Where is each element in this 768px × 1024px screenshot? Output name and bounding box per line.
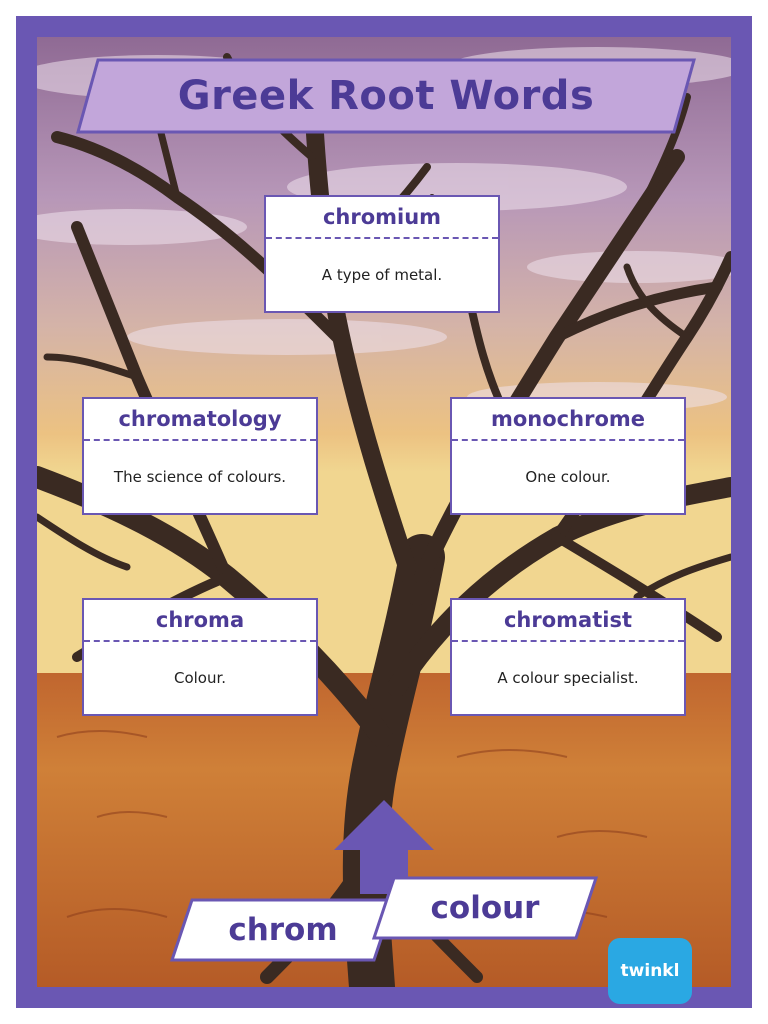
logo-text: twinkl bbox=[620, 961, 680, 981]
page-title: Greek Root Words bbox=[177, 73, 595, 119]
root-word-banner: chrom bbox=[170, 898, 396, 962]
word-card-chromatist: chromatist A colour specialist. bbox=[450, 598, 686, 716]
card-word: chroma bbox=[84, 600, 316, 642]
card-word: chromatology bbox=[84, 399, 316, 441]
root-word: chrom bbox=[228, 912, 338, 948]
card-definition: Colour. bbox=[173, 669, 227, 687]
up-arrow-icon bbox=[334, 800, 434, 894]
card-definition: One colour. bbox=[525, 468, 611, 486]
word-card-chromium: chromium A type of metal. bbox=[264, 195, 500, 313]
card-word: chromatist bbox=[452, 600, 684, 642]
card-definition: A type of metal. bbox=[321, 266, 443, 284]
word-card-chroma: chroma Colour. bbox=[82, 598, 318, 716]
tree-illustration bbox=[37, 37, 731, 987]
card-definition: A colour specialist. bbox=[497, 669, 639, 687]
word-card-chromatology: chromatology The science of colours. bbox=[82, 397, 318, 515]
word-card-monochrome: monochrome One colour. bbox=[450, 397, 686, 515]
card-word: monochrome bbox=[452, 399, 684, 441]
title-banner: Greek Root Words bbox=[76, 58, 696, 134]
twinkl-logo: twinkl bbox=[608, 938, 692, 1004]
card-word: chromium bbox=[266, 197, 498, 239]
card-definition: The science of colours. bbox=[113, 468, 287, 486]
root-meaning-banner: colour bbox=[372, 876, 598, 940]
root-meaning: colour bbox=[430, 890, 540, 926]
